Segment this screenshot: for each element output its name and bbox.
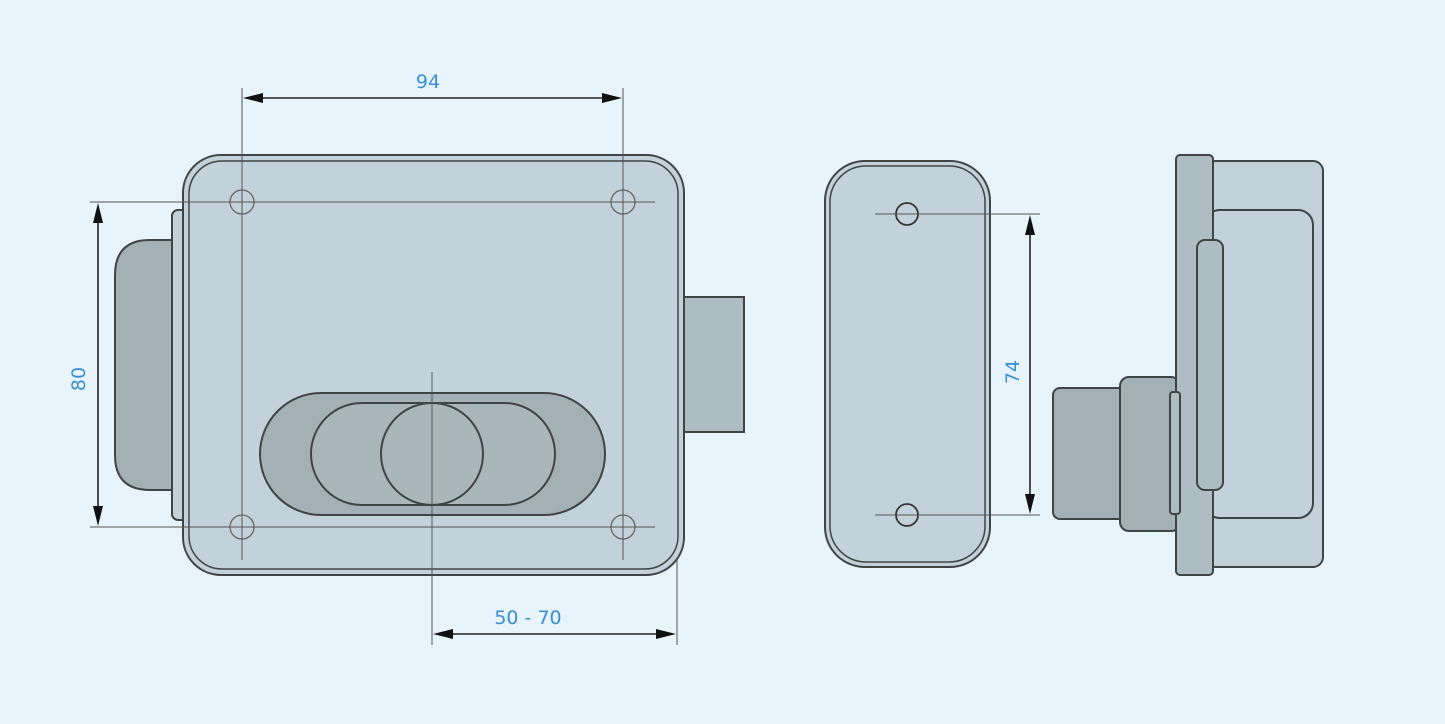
arrow-icon: [602, 93, 622, 103]
arrow-icon: [1025, 215, 1035, 235]
arrow-icon: [93, 506, 103, 526]
arrow-icon: [656, 629, 676, 639]
strike-plate-view: 74: [824, 160, 1040, 568]
front-view: 94 80 50 - 70: [68, 71, 745, 645]
bolt: [679, 296, 745, 433]
strike-plate-inner: [829, 165, 986, 563]
side-view: [1052, 154, 1324, 576]
arrow-icon: [243, 93, 263, 103]
cylinder-front: [1052, 387, 1129, 520]
plate-step: [1169, 391, 1181, 515]
dimension-label-backset: 50 - 70: [494, 607, 561, 629]
dimension-label-74: 74: [1002, 360, 1024, 384]
arrow-icon: [433, 629, 453, 639]
arrow-icon: [1025, 494, 1035, 514]
arrow-icon: [93, 203, 103, 223]
side-slot: [1196, 239, 1224, 491]
lock-case-inner: [188, 160, 679, 570]
dimension-label-80: 80: [68, 367, 90, 391]
left-knob: [114, 239, 176, 491]
dimension-label-94: 94: [416, 71, 440, 93]
strike-plate-outer: [824, 160, 991, 568]
